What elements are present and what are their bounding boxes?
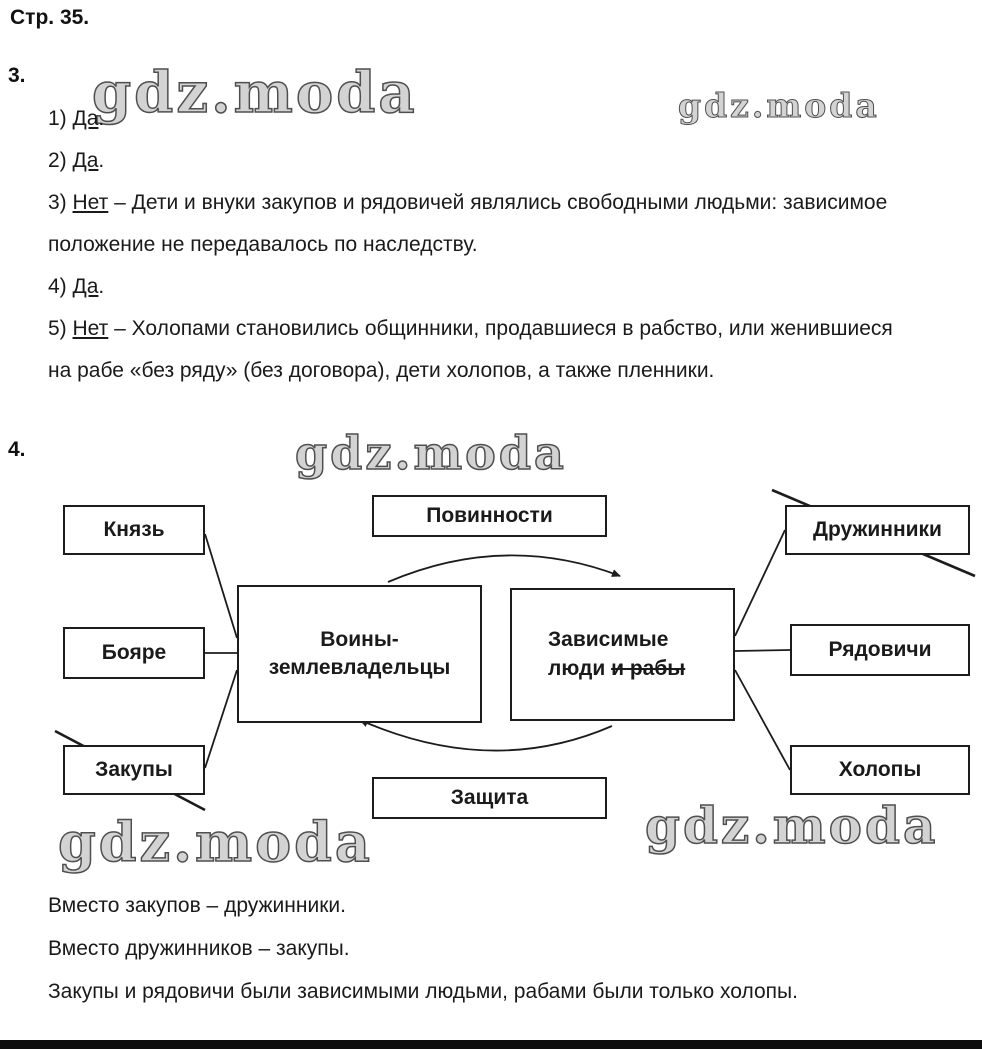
dependents-line-2-struck: и рабы [611,656,686,680]
answer-verdict: Да [72,149,99,172]
answer-verdict: Да [72,275,99,298]
box-druzhinniki-crossed: Дружинники [785,505,970,555]
answer-prefix: 5) [48,317,73,340]
task-4-number: 4. [8,438,26,461]
curved-arrow-top [387,554,621,583]
answer-prefix: 4) [48,275,73,298]
note-line-1: Вместо закупов – дружинники. [48,894,346,917]
answer-line-5: 5) Нет – Холопами становились общинники,… [48,308,910,392]
watermark-middle: gdz.moda [294,425,567,481]
box-warriors-landowners: Воины-землевладельцы [237,585,482,723]
connector-druzhinniki [734,529,786,637]
diagram-connectors [54,488,976,812]
box-kholopy: Холопы [790,745,970,795]
page-number-heading: Стр. 35. [10,6,90,29]
answer-line-3: 3) Нет – Дети и внуки закупов и рядовиче… [48,182,910,266]
answer-prefix: 2) [48,149,73,172]
box-zakupy-crossed: Закупы [63,745,205,795]
dependents-line-2-normal: люди [548,656,612,680]
answer-verdict: Нет [72,317,109,340]
box-ryadovichi: Рядовичи [790,624,970,676]
connector-knyaz [204,533,238,639]
watermark-bottom-right: gdz.moda [644,795,939,856]
note-line-3: Закупы и рядовичи были зависимыми людьми… [48,980,798,1003]
watermark-bottom-left: gdz.moda [57,809,373,875]
task-4-notes: Вместо закупов – дружинники. Вместо друж… [48,884,948,1013]
dependents-line-1: Зависимые [548,628,669,652]
box-knyaz: Князь [63,505,205,555]
answer-rest: – Дети и внуки закупов и рядовичей являл… [48,191,888,256]
connector-ryadovichi [734,649,791,652]
connector-zakupy [204,669,238,769]
answer-rest: . [98,107,105,130]
answer-prefix: 3) [48,191,73,214]
task-3-number: 3. [8,64,26,87]
connector-kholopy [734,669,791,771]
answer-rest: – Холопами становились общинники, продав… [48,317,893,382]
note-line-2: Вместо дружинников – закупы. [48,937,350,960]
page-bottom-edge [0,1040,982,1049]
answer-line-2: 2) Да. [48,140,910,182]
box-povinnosti: Повинности [372,495,607,537]
task-4-diagram: Повинности Князь Бояре Закупы Дружинники… [0,488,982,888]
box-zashchita: Защита [372,777,607,819]
box-dependent-people: Зависимые люди и рабы [510,588,735,721]
task-3-answers: 1) Да. 2) Да. 3) Нет – Дети и внуки заку… [48,98,910,392]
answer-rest: . [98,275,105,298]
answer-verdict: Нет [72,191,109,214]
answer-line-4: 4) Да. [48,266,910,308]
watermark-top-right: gdz.moda [678,86,880,126]
watermark-top-left: gdz.moda [91,59,418,127]
answer-rest: . [98,149,105,172]
dependents-line-2: люди и рабы [548,655,685,683]
box-boyare: Бояре [63,627,205,679]
answer-verdict: Да [72,107,99,130]
curved-arrow-bottom [359,719,613,752]
answer-prefix: 1) [48,107,73,130]
answer-line-1: 1) Да. [48,98,910,140]
